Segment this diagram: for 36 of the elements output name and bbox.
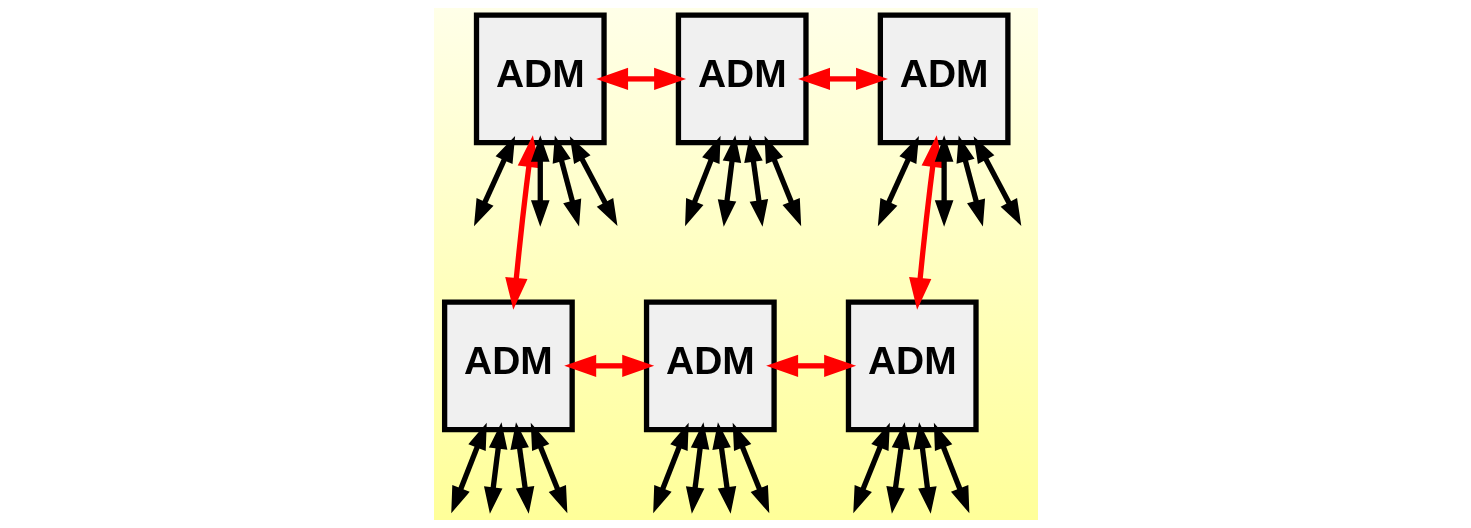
arrow <box>764 135 801 227</box>
arrow <box>552 135 581 227</box>
arrow <box>711 422 736 514</box>
arrow <box>717 135 741 227</box>
arrow <box>797 67 888 91</box>
arrow <box>908 135 944 310</box>
arrow <box>885 422 910 514</box>
arrow <box>569 136 617 226</box>
arrow <box>973 136 1021 226</box>
arrow <box>852 422 890 514</box>
arrow <box>473 135 515 227</box>
arrow <box>921 135 953 227</box>
arrow <box>765 354 856 378</box>
node-box: ADM <box>845 299 979 433</box>
arrow <box>684 135 721 227</box>
node-box: ADM <box>675 12 809 146</box>
arrow <box>595 67 686 91</box>
arrow <box>504 135 540 310</box>
arrow <box>483 422 507 514</box>
arrow <box>912 422 937 514</box>
node-box: ADM <box>643 299 777 433</box>
arrow <box>685 422 709 514</box>
arrow <box>530 422 567 514</box>
arrow <box>517 135 550 227</box>
arrow <box>563 354 654 378</box>
arrow <box>933 422 969 514</box>
arrow <box>509 422 534 514</box>
arrow <box>956 135 985 227</box>
arrow <box>877 135 919 227</box>
node-box: ADM <box>473 12 607 146</box>
arrow <box>732 422 769 514</box>
arrow <box>450 422 487 514</box>
node-box: ADM <box>877 12 1011 146</box>
node-box: ADM <box>441 299 575 433</box>
arrow <box>743 135 768 227</box>
arrow <box>652 422 689 514</box>
